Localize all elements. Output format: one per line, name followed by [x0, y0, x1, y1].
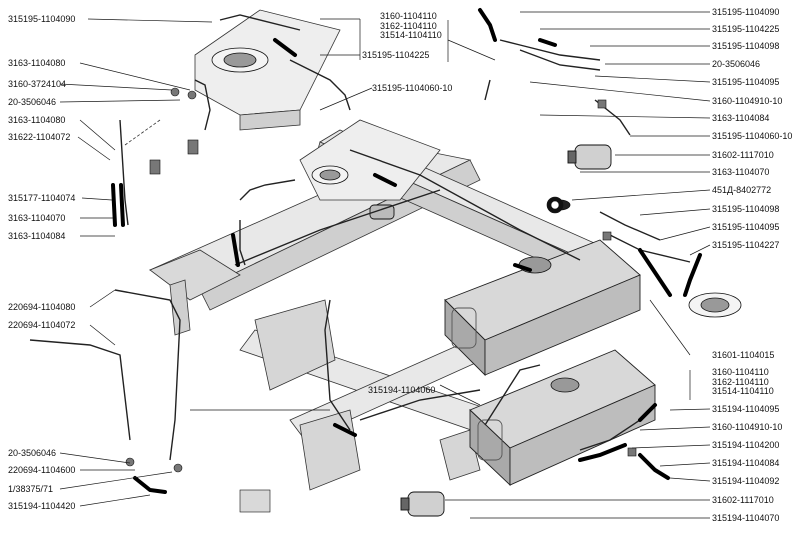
part-label: 315195-1104095 [712, 222, 780, 232]
part-label: 3160-3724104 [8, 79, 67, 89]
fuel-tank-rear [469, 349, 656, 487]
part-label: 31622-1104072 [8, 132, 71, 142]
fuel-lines [29, 14, 691, 461]
part-label-stack-top: 3160-1104110 3162-1104110 31514-1104110 [380, 11, 442, 41]
part-label: 315195-1104098 [712, 204, 780, 214]
part-label: 315194-1104420 [8, 501, 76, 511]
part-label: 315194-1104200 [712, 440, 780, 450]
part-label: 315194-1104070 [712, 513, 780, 523]
leader-lines [59, 11, 711, 519]
part-label: 3163-1104080 [8, 58, 66, 68]
part-label: 315194-1104095 [712, 404, 780, 414]
stack-line: 31514-1104110 [380, 30, 442, 40]
part-label: 1/38375/71 [8, 484, 54, 494]
part-label: 315195-1104225 [362, 50, 430, 60]
part-label: 3163-1104084 [8, 231, 66, 241]
part-label: 3163-1104080 [8, 115, 66, 125]
assembly-dashed-line [124, 119, 161, 146]
part-label: 315177-1104074 [8, 193, 76, 203]
part-label: 3160-1104910-10 [712, 422, 783, 432]
part-label: 315194-1104092 [712, 476, 780, 486]
part-label-stack-bottom: 3160-1104110 3162-1104110 31514-1104110 [712, 367, 774, 397]
fuel-filters [369, 144, 612, 517]
part-label: 220694-1104080 [8, 302, 76, 312]
stack-line: 3160-1104110 [712, 367, 769, 377]
stack-line: 31514-1104110 [712, 386, 774, 396]
part-label: 315195-1104095 [712, 77, 780, 87]
part-label: 20-3506046 [8, 97, 57, 107]
stack-line: 3160-1104110 [380, 11, 437, 21]
part-label: 315194-1104084 [712, 458, 780, 468]
part-label: 3163-1104070 [8, 213, 66, 223]
part-label: 315195-1104060-10 [372, 83, 453, 93]
part-label: 3163-1104084 [712, 113, 770, 123]
fuel-tank-top-detail [194, 9, 341, 131]
fuel-hoses [111, 8, 702, 494]
part-label: 315195-1104227 [712, 240, 780, 250]
part-label: 31602-1117010 [712, 150, 774, 160]
part-label: 220694-1104072 [8, 320, 76, 330]
part-label: 315194-1104060 [368, 385, 436, 395]
part-label: 20-3506046 [712, 59, 761, 69]
part-label: 315195-1104060-10 [712, 131, 793, 141]
fuel-tank-main [444, 239, 641, 377]
part-label: 315195-1104225 [712, 24, 780, 34]
fittings-and-clamps [125, 87, 637, 513]
part-label: 451Д-8402772 [712, 185, 772, 195]
stack-line: 3162-1104110 [712, 376, 769, 387]
part-label: 31601-1104015 [712, 350, 775, 360]
part-label: 20-3506046 [8, 448, 57, 458]
part-label: 315195-1104090 [8, 14, 76, 24]
part-label: 3160-1104910-10 [712, 96, 783, 106]
part-label: 315195-1104098 [712, 41, 780, 51]
stack-line: 3162-1104110 [380, 20, 437, 31]
part-label: 315195-1104090 [712, 7, 780, 17]
part-label: 3163-1104070 [712, 167, 770, 177]
part-label: 31602-1117010 [712, 495, 774, 505]
part-label: 220694-1104600 [8, 465, 76, 475]
